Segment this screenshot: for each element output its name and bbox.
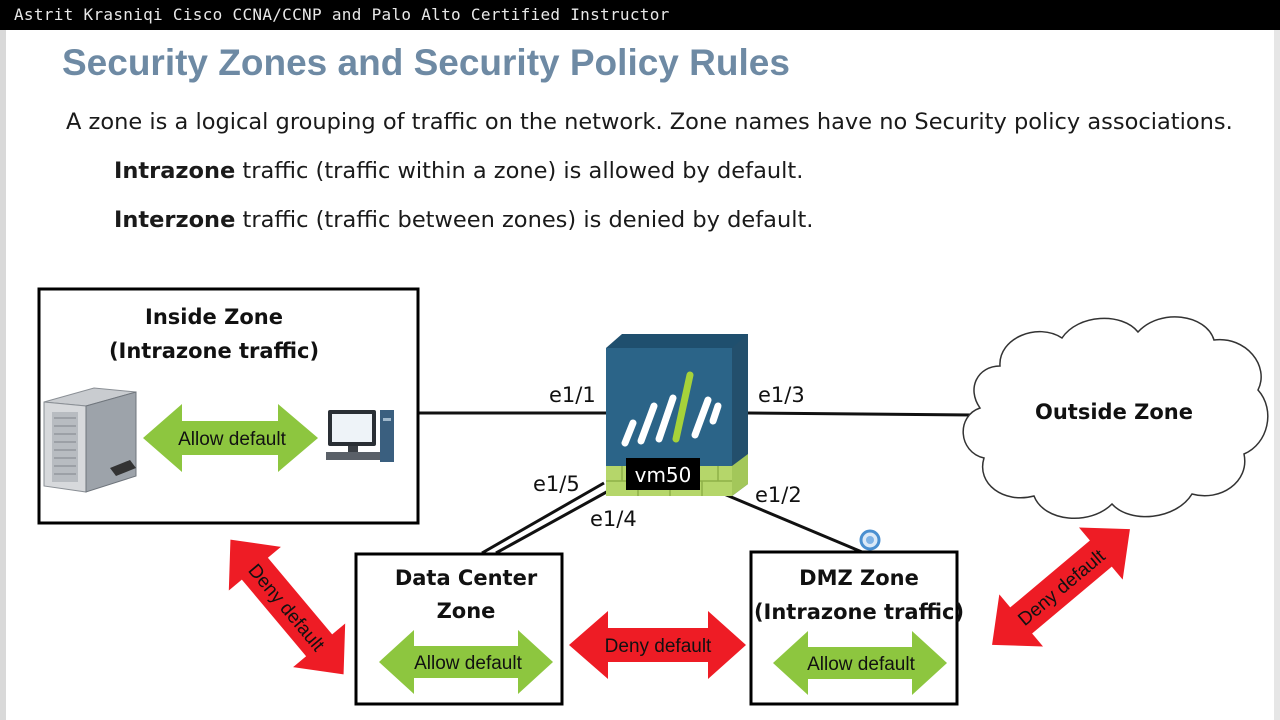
dmz-allow-label: Allow default bbox=[807, 654, 915, 675]
interzone-text: Interzone traffic (traffic between zones… bbox=[114, 207, 813, 233]
link-e13 bbox=[747, 411, 973, 417]
outside-zone-cloud bbox=[962, 316, 1269, 520]
dmz-allow-arrow bbox=[773, 631, 947, 695]
datacenter-zone-title: Data Center bbox=[395, 566, 538, 590]
interface-e13: e1/3 bbox=[758, 383, 805, 407]
deny-left-group: Deny default bbox=[228, 539, 346, 675]
intrazone-term: Intrazone bbox=[114, 158, 236, 184]
interface-e14: e1/4 bbox=[590, 507, 637, 531]
dmz-zone-title: DMZ Zone bbox=[799, 566, 919, 590]
server-icon bbox=[43, 387, 137, 493]
inside-allow-label: Allow default bbox=[178, 429, 286, 450]
interzone-term: Interzone bbox=[114, 207, 236, 233]
deny-right-label: Deny default bbox=[1014, 545, 1110, 630]
deny-right-arrow bbox=[992, 527, 1130, 647]
intro-text: A zone is a logical grouping of traffic … bbox=[66, 109, 1233, 135]
outside-zone-label: Outside Zone bbox=[1035, 400, 1193, 424]
intrazone-description: traffic (traffic within a zone) is allow… bbox=[235, 158, 804, 184]
interface-e11: e1/1 bbox=[549, 383, 596, 407]
deny-right-group: Deny default bbox=[992, 527, 1130, 647]
intrazone-text: Intrazone traffic (traffic within a zone… bbox=[114, 158, 803, 184]
firewall-label: vm50 bbox=[635, 463, 692, 487]
interzone-description: traffic (traffic between zones) is denie… bbox=[235, 207, 814, 233]
deny-left-label: Deny default bbox=[244, 560, 329, 656]
instructor-banner: Astrit Krasniqi Cisco CCNA/CCNP and Palo… bbox=[0, 0, 1280, 30]
slide-left-edge bbox=[0, 30, 6, 720]
instructor-banner-text: Astrit Krasniqi Cisco CCNA/CCNP and Palo… bbox=[14, 5, 670, 24]
link-e12 bbox=[723, 492, 863, 554]
inside-allow-arrow bbox=[143, 404, 318, 472]
dmz-zone-subtitle: (Intrazone traffic) bbox=[754, 600, 964, 624]
deny-left-arrow bbox=[228, 539, 346, 675]
deny-middle-arrow bbox=[569, 611, 746, 679]
inside-zone-subtitle: (Intrazone traffic) bbox=[109, 339, 319, 363]
deny-middle-label: Deny default bbox=[605, 636, 712, 657]
slide-title: Security Zones and Security Policy Rules bbox=[62, 42, 790, 83]
link-e14 bbox=[495, 487, 613, 555]
datacenter-allow-arrow bbox=[379, 630, 553, 694]
firewall-icon bbox=[606, 334, 748, 496]
pointer-indicator bbox=[859, 529, 881, 551]
link-e15 bbox=[481, 481, 605, 555]
slide-right-edge bbox=[1274, 30, 1280, 720]
datacenter-allow-label: Allow default bbox=[414, 653, 522, 674]
inside-zone-title: Inside Zone bbox=[145, 305, 283, 329]
interface-e15: e1/5 bbox=[533, 472, 580, 496]
interface-e12: e1/2 bbox=[755, 483, 802, 507]
datacenter-zone-subtitle: Zone bbox=[437, 599, 496, 623]
workstation-icon bbox=[326, 410, 394, 462]
